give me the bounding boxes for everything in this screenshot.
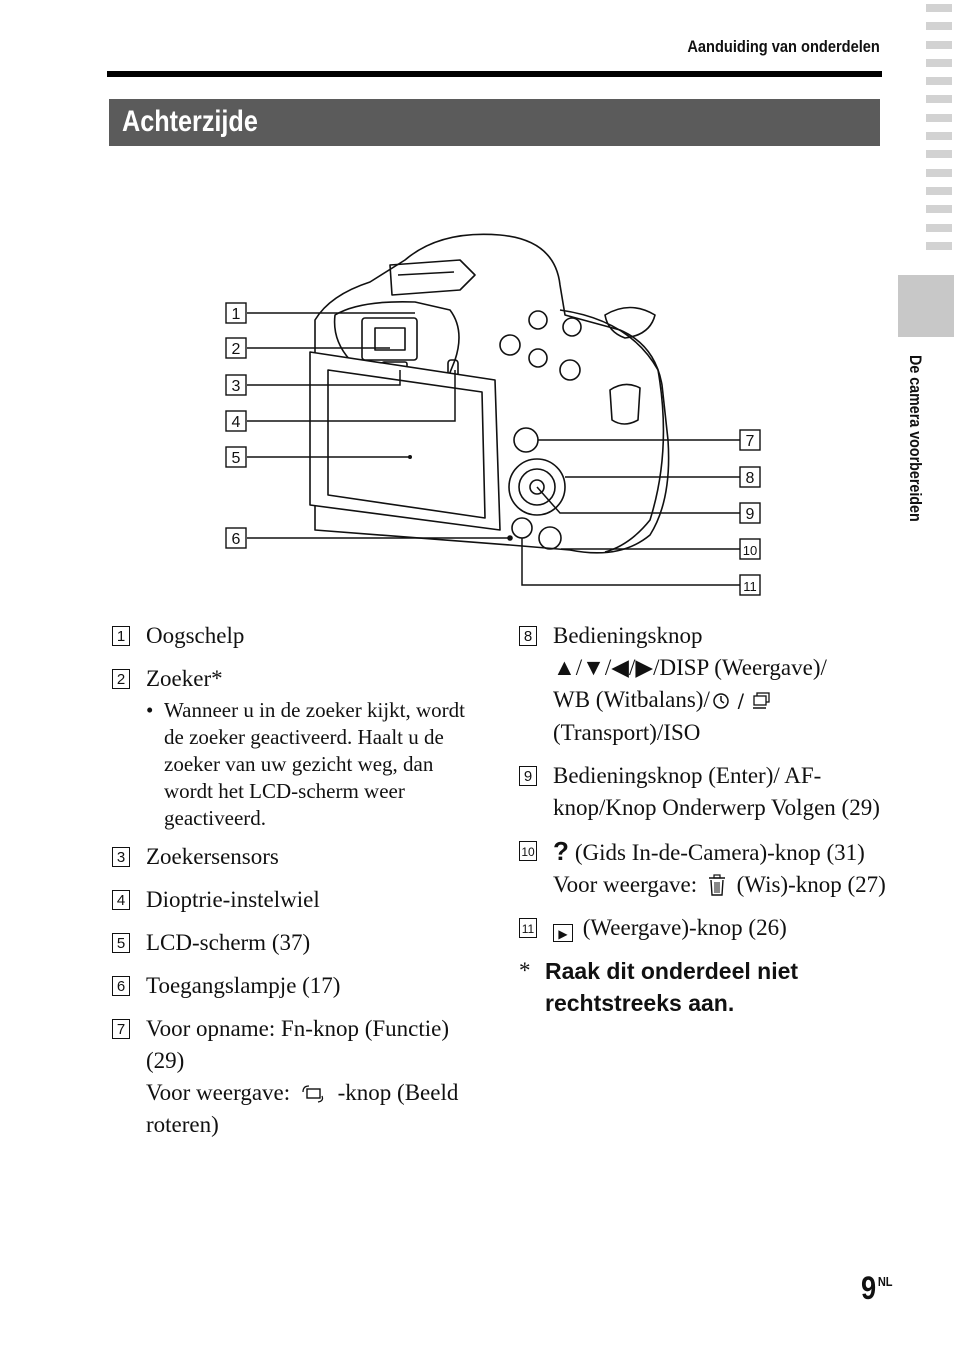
trash-icon: [708, 874, 725, 896]
note: * Raak dit onderdeel niet rechtstreeks a…: [519, 955, 889, 1019]
item-text: Bedieningsknop (Enter)/ AF-knop/Knop Ond…: [553, 763, 880, 820]
item-text: Oogschelp: [146, 623, 245, 648]
list-item: 2 Zoeker*: [112, 663, 482, 695]
callout-7: 7: [538, 429, 761, 451]
help-icon: ?: [553, 836, 569, 866]
svg-text:8: 8: [746, 470, 755, 487]
side-tab: [898, 275, 954, 337]
rotate-icon: [302, 1085, 324, 1103]
page-suffix: NL: [877, 1274, 893, 1289]
list-item: 1 Oogschelp: [112, 620, 482, 652]
item-text: (Gids In-de-Camera)-knop (31): [574, 840, 865, 865]
parts-list-right: 8 Bedieningsknop ▲/▼/◀/▶/DISP (Weergave)…: [519, 620, 889, 1019]
note-star: *: [519, 958, 531, 983]
header-title: Aanduiding van onderdelen: [687, 37, 880, 56]
item-text: Voor opname: Fn-knop (Functie) (29): [146, 1016, 450, 1073]
side-stripes: [926, 4, 952, 260]
item-number: 11: [519, 918, 537, 938]
item-number: 8: [519, 626, 537, 646]
svg-text:3: 3: [232, 378, 241, 395]
bullet-text: Wanneer u in de zoeker kijkt, wordt de z…: [164, 698, 465, 830]
item-text: (Weergave)-knop (26): [582, 915, 787, 940]
item-text: Zoekersensors: [146, 844, 279, 869]
item-number: 3: [112, 847, 130, 867]
svg-text:11: 11: [743, 579, 757, 594]
parts-list-left: 1 Oogschelp 2 Zoeker* • Wanneer u in de …: [112, 620, 482, 1152]
list-item: 9 Bedieningsknop (Enter)/ AF-knop/Knop O…: [519, 760, 889, 824]
callout-1: 1: [225, 302, 415, 324]
item-number: 1: [112, 626, 130, 646]
svg-text:1: 1: [232, 306, 241, 323]
list-item: 11 ▶ (Weergave)-knop (26): [519, 912, 889, 944]
svg-text:10: 10: [743, 543, 757, 558]
item-text: (Transport)/ISO: [553, 720, 701, 745]
svg-text:4: 4: [232, 414, 241, 431]
section-title: Achterzijde: [122, 105, 258, 138]
item-text: WB (Witbalans)/: [553, 687, 710, 712]
item-number: 7: [112, 1019, 130, 1039]
drive-icon: [752, 692, 770, 709]
item-number: 10: [519, 841, 537, 861]
play-icon: ▶: [553, 924, 573, 942]
callout-6: 6: [225, 527, 508, 549]
list-item: 10 ?(Gids In-de-Camera)-knop (31) Voor w…: [519, 835, 889, 901]
item-text: Zoeker*: [146, 666, 223, 691]
callout-11: 11: [521, 538, 761, 596]
item-number: 5: [112, 933, 130, 953]
svg-text:5: 5: [232, 450, 241, 467]
bullet-note: • Wanneer u in de zoeker kijkt, wordt de…: [112, 697, 482, 832]
section-bar: Achterzijde: [109, 99, 880, 146]
list-item: 7 Voor opname: Fn-knop (Functie) (29) Vo…: [112, 1013, 482, 1141]
callout-9: 9: [536, 486, 761, 524]
list-item: 5 LCD-scherm (37): [112, 927, 482, 959]
svg-text:7: 7: [746, 433, 755, 450]
list-item: 3 Zoekersensors: [112, 841, 482, 873]
item-text: Voor weergave:: [553, 872, 698, 897]
item-text: ▲/▼/◀/▶/DISP (Weergave)/: [553, 655, 827, 680]
callout-10: 10: [561, 538, 761, 560]
item-number: 6: [112, 976, 130, 996]
header-rule: [107, 71, 882, 77]
item-text: LCD-scherm (37): [146, 930, 311, 955]
list-item: 4 Dioptrie-instelwiel: [112, 884, 482, 916]
svg-text:9: 9: [746, 506, 755, 523]
item-text: Toegangslampje (17): [146, 973, 341, 998]
item-text: Voor weergave:: [146, 1080, 291, 1105]
list-item: 8 Bedieningsknop ▲/▼/◀/▶/DISP (Weergave)…: [519, 620, 889, 749]
item-number: 9: [519, 766, 537, 786]
item-number: 2: [112, 669, 130, 689]
item-text: (Wis)-knop (27): [736, 872, 886, 897]
camera-back-diagram: 1 2 3 4 5 6 7 8 9 10 11: [225, 233, 761, 596]
bullet-icon: •: [146, 698, 154, 722]
svg-text:2: 2: [232, 341, 241, 358]
callout-8: 8: [565, 466, 761, 488]
item-text: -knop (Beeld roteren): [146, 1080, 459, 1137]
callout-5: 5: [225, 446, 412, 468]
callout-3: 3: [225, 370, 401, 396]
callout-4: 4: [225, 370, 456, 432]
side-tab-label: De camera voorbereiden: [906, 355, 925, 522]
note-text: Raak dit onderdeel niet rechtstreeks aan…: [545, 958, 799, 1016]
item-number: 4: [112, 890, 130, 910]
item-text: Bedieningsknop: [553, 623, 703, 648]
svg-text:6: 6: [232, 531, 241, 548]
list-item: 6 Toegangslampje (17): [112, 970, 482, 1002]
item-text: Dioptrie-instelwiel: [146, 887, 320, 912]
callout-2: 2: [225, 337, 390, 359]
self-timer-icon: [713, 693, 729, 709]
